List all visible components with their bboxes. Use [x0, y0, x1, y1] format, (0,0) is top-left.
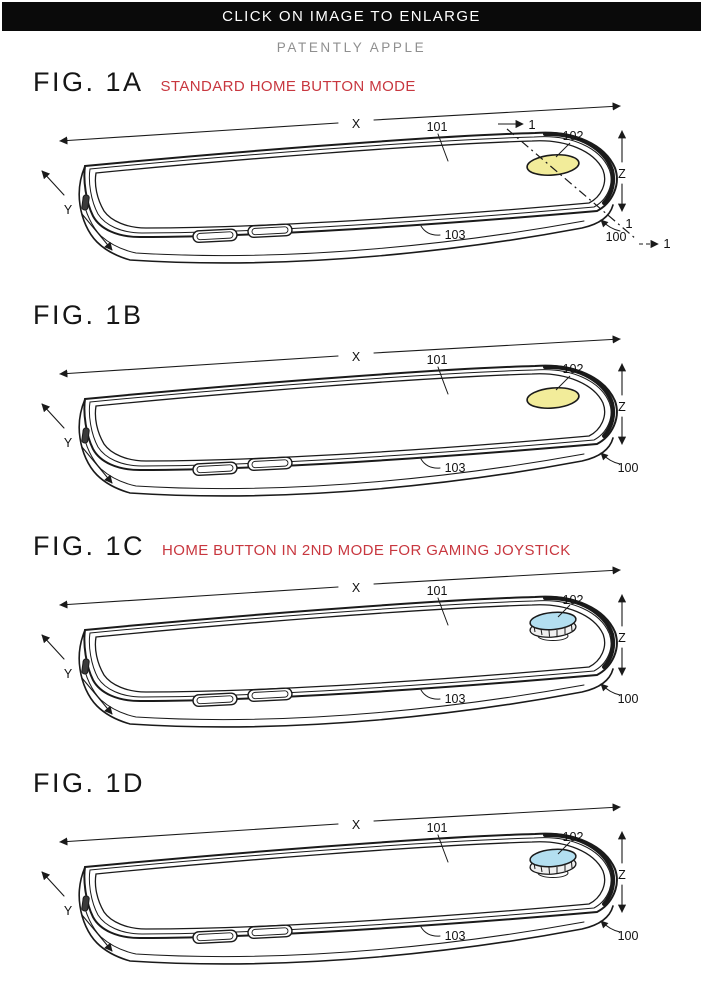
label-x-axis: X	[352, 581, 361, 595]
patent-drawing-1b[interactable]: X Y Z 101 102 103 100	[0, 331, 703, 513]
figure-1a: FIG. 1A STANDARD HOME BUTTON MODE X Y Z …	[0, 67, 703, 280]
phone-body-drawing	[42, 807, 622, 964]
figure-title: FIG. 1C	[33, 531, 146, 561]
label-z-axis: Z	[618, 868, 626, 882]
label-x-axis: X	[352, 818, 361, 832]
reference-labels: X Y Z 101 102 103 100	[64, 350, 639, 475]
section-mark-1-top: 1	[528, 117, 535, 132]
figure-title: FIG. 1A	[33, 67, 144, 97]
label-home-button-102: 102	[563, 362, 584, 376]
label-housing-103: 103	[445, 692, 466, 706]
label-home-button-102: 102	[563, 129, 584, 143]
label-y-axis: Y	[64, 436, 73, 450]
site-name: PATENTLY APPLE	[276, 40, 427, 55]
phone-body-drawing	[42, 570, 622, 727]
patent-drawing-1a[interactable]: X Y Z 101 102 103 100 1 1 1	[0, 98, 703, 280]
label-y-axis: Y	[64, 667, 73, 681]
label-display-101: 101	[427, 584, 448, 598]
label-device-100: 100	[618, 929, 639, 943]
figure-subtitle: STANDARD HOME BUTTON MODE	[160, 78, 416, 95]
label-housing-103: 103	[445, 461, 466, 475]
figure-1c-header: FIG. 1C HOME BUTTON IN 2ND MODE FOR GAMI…	[33, 531, 703, 562]
label-housing-103: 103	[445, 228, 466, 242]
label-display-101: 101	[427, 821, 448, 835]
figure-1a-header: FIG. 1A STANDARD HOME BUTTON MODE	[33, 67, 703, 98]
label-y-axis: Y	[64, 203, 73, 217]
enlarge-banner-label: CLICK ON IMAGE TO ENLARGE	[222, 8, 481, 25]
label-home-button-102: 102	[563, 830, 584, 844]
patent-drawing-1c[interactable]: X Y Z 101 102 103 100	[0, 562, 703, 744]
label-display-101: 101	[427, 353, 448, 367]
figure-subtitle: HOME BUTTON IN 2ND MODE FOR GAMING JOYST…	[162, 542, 571, 559]
figure-1c: FIG. 1C HOME BUTTON IN 2ND MODE FOR GAMI…	[0, 531, 703, 744]
reference-labels: X Y Z 101 102 103 100 1 1 1	[64, 117, 671, 251]
figure-1b-header: FIG. 1B	[33, 300, 703, 331]
label-x-axis: X	[352, 350, 361, 364]
figure-title: FIG. 1B	[33, 300, 144, 330]
section-mark-1-bottom: 1	[663, 236, 670, 251]
section-mark-1-mid: 1	[625, 216, 632, 231]
reference-labels: X Y Z 101 102 103 100	[64, 818, 639, 943]
label-device-100: 100	[606, 230, 627, 244]
label-z-axis: Z	[618, 400, 626, 414]
figure-title: FIG. 1D	[33, 768, 146, 798]
label-device-100: 100	[618, 461, 639, 475]
label-z-axis: Z	[618, 167, 626, 181]
figure-1d-header: FIG. 1D	[33, 768, 703, 799]
label-x-axis: X	[352, 117, 361, 131]
section-line-1-1	[498, 119, 659, 249]
label-display-101: 101	[427, 120, 448, 134]
figure-1b: FIG. 1B X Y Z 101 102 103 100	[0, 300, 703, 513]
label-z-axis: Z	[618, 631, 626, 645]
enlarge-banner[interactable]: CLICK ON IMAGE TO ENLARGE	[2, 2, 701, 31]
label-home-button-102: 102	[563, 593, 584, 607]
figure-1d: FIG. 1D X Y Z 101 102 103 100	[0, 768, 703, 981]
label-housing-103: 103	[445, 929, 466, 943]
label-device-100: 100	[618, 692, 639, 706]
phone-body-drawing	[42, 339, 622, 496]
label-y-axis: Y	[64, 904, 73, 918]
reference-labels: X Y Z 101 102 103 100	[64, 581, 639, 706]
patent-drawing-1d[interactable]: X Y Z 101 102 103 100	[0, 799, 703, 981]
